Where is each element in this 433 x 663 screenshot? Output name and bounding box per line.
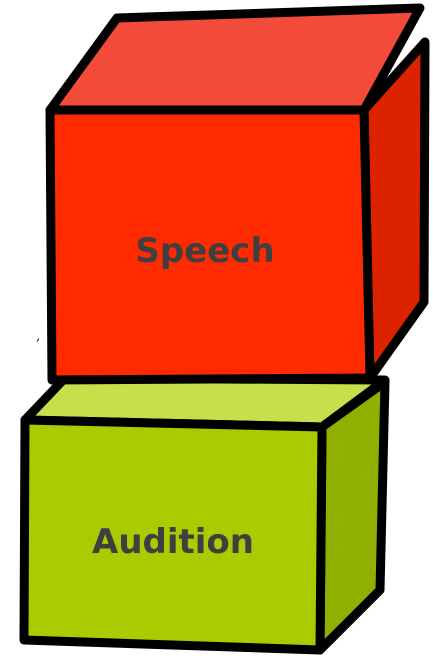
stray-comma-mark: ,	[36, 328, 40, 344]
speech-block	[50, 8, 425, 380]
audition-block	[24, 378, 385, 650]
speech-block-top-face	[50, 8, 420, 110]
audition-label: Audition	[92, 522, 254, 562]
speech-label: Speech	[135, 231, 274, 271]
